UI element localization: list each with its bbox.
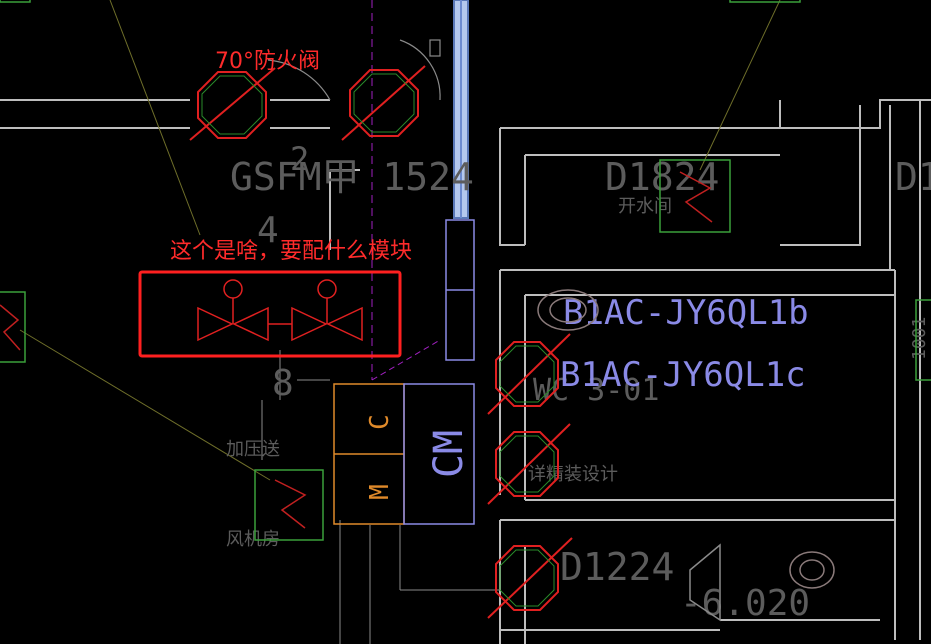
fire-damper-icon xyxy=(341,65,426,141)
fire-dampers[interactable] xyxy=(189,65,573,619)
fan-icon xyxy=(254,469,324,541)
label-num-4: 4 xyxy=(257,210,279,251)
module-c-label: C xyxy=(365,414,395,430)
fan-icon xyxy=(729,0,801,3)
label-b1ac-b: B1AC-JY6QL1b xyxy=(563,293,809,333)
fire-damper-icon xyxy=(487,537,573,619)
label-d1-partial: D1 xyxy=(895,155,931,199)
fan-icon xyxy=(0,0,31,3)
blue-labels: B1AC-JY6QL1b B1AC-JY6QL1c xyxy=(560,293,809,395)
wall-outlines xyxy=(0,99,931,644)
label-kaishui: 开水间 xyxy=(618,196,672,217)
fixture-ovals xyxy=(537,289,835,622)
label-b1ac-c: B1AC-JY6QL1c xyxy=(560,355,806,395)
axis-line-2 xyxy=(371,339,441,381)
label-jingzhuang: 详精装设计 xyxy=(528,464,618,485)
fire-damper-icon xyxy=(189,67,276,141)
leader-lines xyxy=(19,0,781,481)
door-arcs xyxy=(267,39,441,101)
module-cm-frame xyxy=(403,383,475,525)
fan-icon xyxy=(0,291,26,363)
valve-icon xyxy=(291,279,363,342)
thin-lines xyxy=(261,350,500,644)
annotation-valve-label: 70°防火阀 xyxy=(215,49,320,74)
valves-pair[interactable] xyxy=(197,279,363,342)
label-d1824: D1824 xyxy=(605,155,719,199)
fire-damper-icon xyxy=(487,333,571,415)
label-num-2: 2 xyxy=(290,140,309,178)
module-box[interactable]: C M CM xyxy=(333,383,475,525)
damper-green-inner xyxy=(201,73,555,607)
label-fengjifang: 风机房 xyxy=(226,529,280,550)
fan-boxes[interactable] xyxy=(0,0,931,541)
label-gsfm: GSFM甲 1524 xyxy=(230,155,474,199)
label-right-partial: 1001 xyxy=(909,317,930,360)
annotation-question: 这个是啥，要配什么模块 xyxy=(170,239,412,264)
module-m-label: M xyxy=(365,484,395,500)
label-num-8: 8 xyxy=(272,363,294,404)
label-jiayasong: 加压送 xyxy=(226,439,280,460)
highlight-box[interactable] xyxy=(138,270,402,358)
module-cm-label: CM xyxy=(426,430,472,478)
label-d1224: D1224 xyxy=(560,545,674,589)
label-elevation: -6.020 xyxy=(680,583,810,624)
fire-damper-icon xyxy=(487,423,571,505)
fan-icon xyxy=(659,159,731,233)
